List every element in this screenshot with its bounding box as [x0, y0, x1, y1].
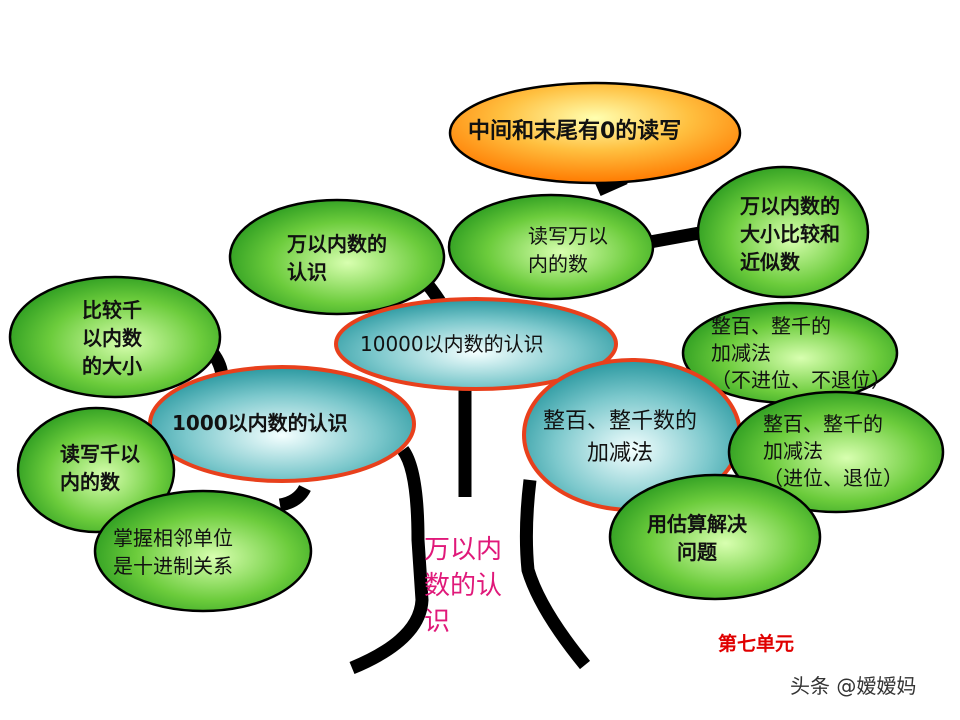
node-wan-recognize: [228, 198, 446, 316]
node-add-sub-carry: [727, 390, 945, 514]
node-read-write-qian-label: 读写千以 内的数: [60, 442, 140, 494]
node-compare-wan-label: 万以内数的 大小比较和 近似数: [740, 194, 840, 274]
node-compare-wan: [696, 165, 870, 299]
node-top: [448, 81, 742, 185]
node-read-write-wan-label: 读写万以 内的数: [528, 224, 608, 276]
watermark: 头条 @嫒嫒妈: [790, 674, 917, 698]
node-add-sub-no-carry-label: 整百、整千的 加减法 （不进位、不退位）: [711, 314, 891, 392]
trunk-left: [349, 446, 429, 675]
unit-label: 第七单元: [718, 633, 795, 655]
branch-compare-wan: [648, 225, 707, 249]
node-compare-qian: [8, 275, 222, 399]
node-wan-recognize-label: 万以内数的 认识: [287, 232, 387, 284]
node-qian-recognize-label: 1000以内数的认识: [172, 411, 348, 435]
node-compare-qian-label: 比较千 以内数 的大小: [82, 298, 142, 378]
node-add-sub-carry-label: 整百、整千的 加减法 （进位、退位）: [763, 412, 903, 490]
node-estimate: [608, 473, 822, 601]
node-read-write-wan: [447, 193, 655, 301]
node-decimal-relation: [93, 489, 313, 613]
trunk-label: 万以内 数的认 识: [424, 535, 503, 637]
node-top-label: 中间和末尾有0的读写: [468, 119, 682, 144]
node-center-label: 10000以内数的认识: [360, 332, 544, 356]
trunk-right: [519, 479, 591, 670]
branch-decimal: [278, 484, 311, 512]
node-add-sub-main-label: 整百、整千数的 加减法: [543, 409, 698, 466]
node-decimal-relation-label: 掌握相邻单位 是十进制关系: [113, 526, 233, 578]
node-estimate-label: 用估算解决 问题: [647, 512, 747, 564]
node-center: [334, 297, 618, 391]
node-read-write-qian: [16, 406, 176, 534]
